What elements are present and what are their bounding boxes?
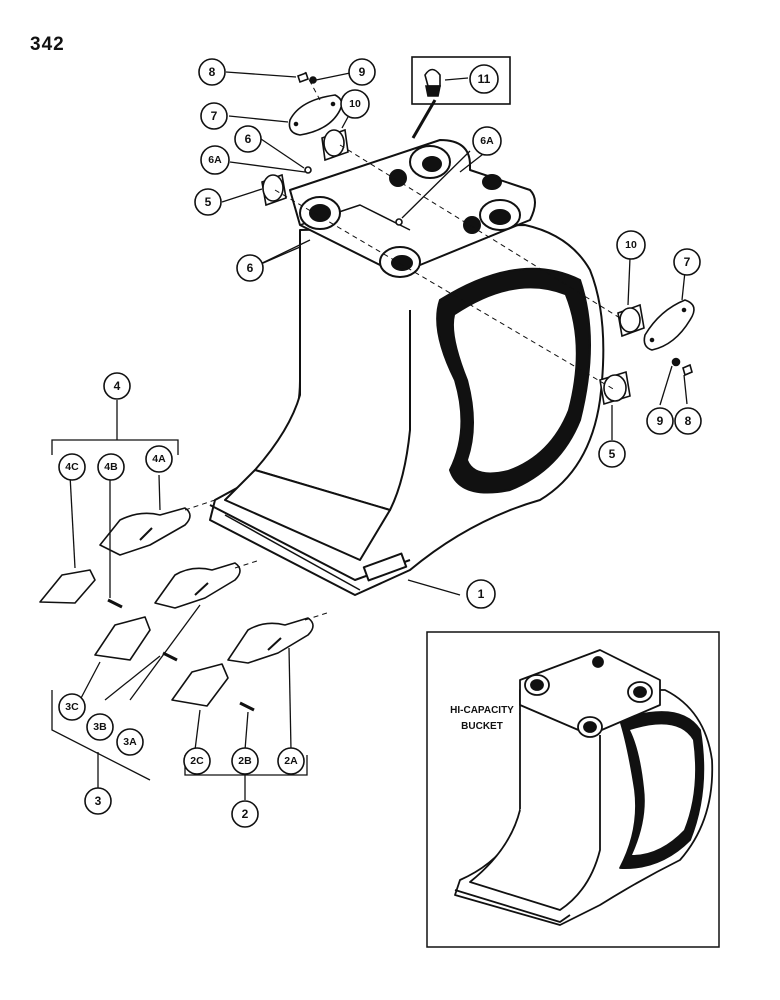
- grease-fitting-mid: [395, 218, 403, 226]
- callout-9-top: 9: [348, 58, 376, 86]
- pin-3b: [162, 651, 178, 662]
- svg-text:3C: 3C: [65, 701, 79, 713]
- callout-3c: 3C: [58, 693, 86, 721]
- alignment-lines: [184, 71, 621, 621]
- pin-2b: [239, 701, 255, 712]
- inset-label: HI-CAPACITY BUCKET: [432, 703, 532, 735]
- callout-4a: 4A: [145, 445, 173, 473]
- pin-4b: [107, 598, 123, 609]
- callout-2: 2: [231, 800, 259, 828]
- callout-2c: 2C: [183, 747, 211, 775]
- callout-6a-right: 6A: [472, 126, 502, 156]
- screw-washer-top: [296, 71, 317, 84]
- adapter-2a: [227, 617, 314, 664]
- svg-text:5: 5: [205, 195, 212, 209]
- callout-2b: 2B: [231, 747, 259, 775]
- callout-5-right: 5: [598, 440, 626, 468]
- callout-7-right: 7: [673, 248, 701, 276]
- callout-7-top: 7: [200, 102, 228, 130]
- svg-text:3: 3: [95, 794, 102, 808]
- callout-6a-left: 6A: [200, 145, 230, 175]
- callout-11: 11: [469, 64, 499, 94]
- svg-text:7: 7: [684, 255, 691, 269]
- callout-6-mid: 6: [236, 254, 264, 282]
- svg-text:9: 9: [657, 414, 664, 428]
- callout-10-right: 10: [616, 230, 646, 260]
- callout-5-left: 5: [194, 188, 222, 216]
- svg-text:2C: 2C: [190, 755, 204, 767]
- adapter-3a: [154, 562, 241, 609]
- callout-8-top: 8: [198, 58, 226, 86]
- callout-3a: 3A: [116, 728, 144, 756]
- bushing-right-top: [617, 303, 645, 338]
- callouts: 8 9 11 7 10 6 6A 6A 5 6 10 7 4 9 8 5 4C …: [58, 58, 702, 828]
- callout-2a: 2A: [277, 747, 305, 775]
- svg-text:9: 9: [359, 65, 366, 79]
- bushing-left: [261, 173, 287, 207]
- cover-plate-top: [288, 94, 343, 136]
- inset-label-line2: BUCKET: [461, 721, 503, 732]
- cover-plate-right: [643, 299, 695, 351]
- tooth-3c: [94, 616, 151, 661]
- screw-right: [682, 363, 693, 377]
- svg-text:11: 11: [478, 72, 491, 86]
- svg-text:3A: 3A: [123, 736, 137, 748]
- svg-text:6A: 6A: [208, 154, 222, 166]
- callout-4b: 4B: [97, 453, 125, 481]
- svg-text:10: 10: [625, 239, 637, 251]
- svg-text:4B: 4B: [104, 461, 118, 473]
- svg-text:8: 8: [685, 414, 692, 428]
- adapter-4a: [99, 507, 191, 556]
- svg-text:7: 7: [211, 109, 218, 123]
- tooth-4c: [39, 569, 96, 604]
- svg-text:6: 6: [245, 132, 252, 146]
- washer-right: [671, 357, 681, 367]
- svg-text:2: 2: [242, 807, 249, 821]
- exploded-parts: [261, 56, 695, 406]
- callout-4: 4: [103, 372, 131, 400]
- svg-text:2B: 2B: [238, 755, 252, 767]
- inset-hi-capacity-bucket: [426, 631, 720, 948]
- callout-3b: 3B: [86, 713, 114, 741]
- svg-text:4: 4: [114, 379, 121, 393]
- callout-6-top: 6: [234, 125, 262, 153]
- svg-text:10: 10: [349, 98, 361, 110]
- svg-text:1: 1: [478, 587, 485, 601]
- svg-text:8: 8: [209, 65, 216, 79]
- bushing-top: [321, 128, 349, 162]
- svg-text:2A: 2A: [284, 755, 298, 767]
- bushing-right: [599, 370, 631, 406]
- teeth-assemblies: [39, 507, 314, 712]
- callout-8-right: 8: [674, 407, 702, 435]
- svg-text:5: 5: [609, 447, 616, 461]
- svg-text:6A: 6A: [480, 135, 494, 147]
- svg-text:4C: 4C: [65, 461, 79, 473]
- callout-1: 1: [466, 579, 496, 609]
- tooth-2c: [171, 663, 229, 707]
- leader-lines: [51, 71, 688, 800]
- inset-label-line1: HI-CAPACITY: [450, 705, 514, 716]
- callout-9-right: 9: [646, 407, 674, 435]
- page-number: 342: [30, 34, 65, 55]
- callout-4c: 4C: [58, 453, 86, 481]
- main-bucket: [209, 139, 605, 596]
- svg-text:3B: 3B: [93, 721, 107, 733]
- callout-3: 3: [84, 787, 112, 815]
- svg-text:6: 6: [247, 261, 254, 275]
- svg-text:4A: 4A: [152, 453, 166, 465]
- callout-10-top: 10: [340, 89, 370, 119]
- grease-fitting-top: [304, 166, 312, 174]
